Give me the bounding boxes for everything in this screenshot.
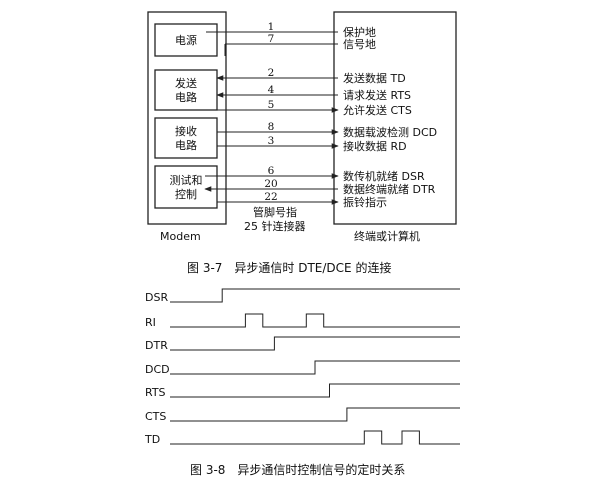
- signal-label-dtr: DTR: [145, 339, 168, 352]
- figure-3-8-caption: 图 3-8 异步通信时控制信号的定时关系: [190, 462, 405, 477]
- pin-5-signal-label: 允许发送 CTS: [343, 103, 412, 117]
- modem-block-test-label: 控制: [175, 187, 197, 201]
- modem-block-recv: [154, 117, 218, 159]
- pin-number-5: 5: [268, 99, 275, 111]
- waveform-dtr: [170, 336, 460, 351]
- modem-block-power-label: 电源: [175, 33, 197, 47]
- connector-label-line-1: 管脚号指: [253, 205, 297, 219]
- pin-1-signal-label: 保护地: [343, 25, 376, 39]
- pin-number-20: 20: [264, 178, 277, 190]
- modem-block-send: [154, 69, 218, 111]
- pin-number-3: 3: [268, 135, 275, 147]
- pin-number-8: 8: [268, 121, 275, 133]
- waveform-dcd: [170, 360, 460, 375]
- modem-outline: [147, 11, 227, 225]
- signal-label-cts: CTS: [145, 410, 166, 423]
- pin-4-signal-label: 请求发送 RTS: [343, 88, 411, 102]
- pin-22-signal-label: 振铃指示: [343, 195, 387, 209]
- modem-block-recv-label: 电路: [175, 139, 197, 152]
- pin-number-2: 2: [268, 67, 275, 79]
- signal-label-ri: RI: [145, 316, 156, 329]
- modem-block-send-label: 电路: [175, 91, 197, 104]
- modem-block-test: [154, 165, 218, 209]
- modem-block-recv-label: 接收: [175, 124, 197, 138]
- waveform-dsr: [170, 288, 460, 303]
- pin-6-signal-label: 数传机就绪 DSR: [343, 169, 425, 183]
- modem-block-send-label: 发送: [175, 76, 197, 90]
- modem-block-test-label: 测试和: [170, 174, 203, 187]
- signal-label-rts: RTS: [145, 386, 166, 399]
- terminal-outline: [333, 11, 457, 225]
- pin-20-signal-label: 数据终端就绪 DTR: [343, 182, 436, 196]
- signal-label-dsr: DSR: [145, 291, 168, 304]
- pin-8-signal-label: 数据载波检测 DCD: [343, 125, 437, 139]
- signal-label-td: TD: [144, 433, 160, 446]
- waveform-cts: [170, 407, 460, 422]
- pin-number-7: 7: [268, 33, 275, 45]
- terminal-label: 终端或计算机: [354, 229, 420, 243]
- pin-number-6: 6: [268, 165, 275, 177]
- control-signal-timing-diagram: DSR RI DTR DCD RTS CTS TD 图 3-8 异步通信时控制信号的定时关系: [144, 288, 460, 477]
- waveform-rts: [170, 383, 460, 398]
- pin-number-1: 1: [268, 21, 275, 33]
- waveform-td: [170, 430, 460, 445]
- signal-label-dcd: DCD: [145, 363, 170, 376]
- modem-block-power: [154, 23, 218, 57]
- figure-3-7-caption: 图 3-7 异步通信时 DTE/DCE 的连接: [187, 260, 391, 275]
- pin-2-signal-label: 发送数据 TD: [343, 71, 406, 85]
- connector-label-line-2: 25 针连接器: [244, 219, 306, 233]
- pin-number-4: 4: [268, 84, 275, 96]
- pin-3-signal-label: 接收数据 RD: [343, 139, 407, 153]
- pin-number-22: 22: [264, 191, 277, 203]
- modem-label: Modem: [160, 230, 201, 243]
- waveform-ri: [170, 313, 460, 328]
- pin-7-signal-label: 信号地: [343, 38, 376, 51]
